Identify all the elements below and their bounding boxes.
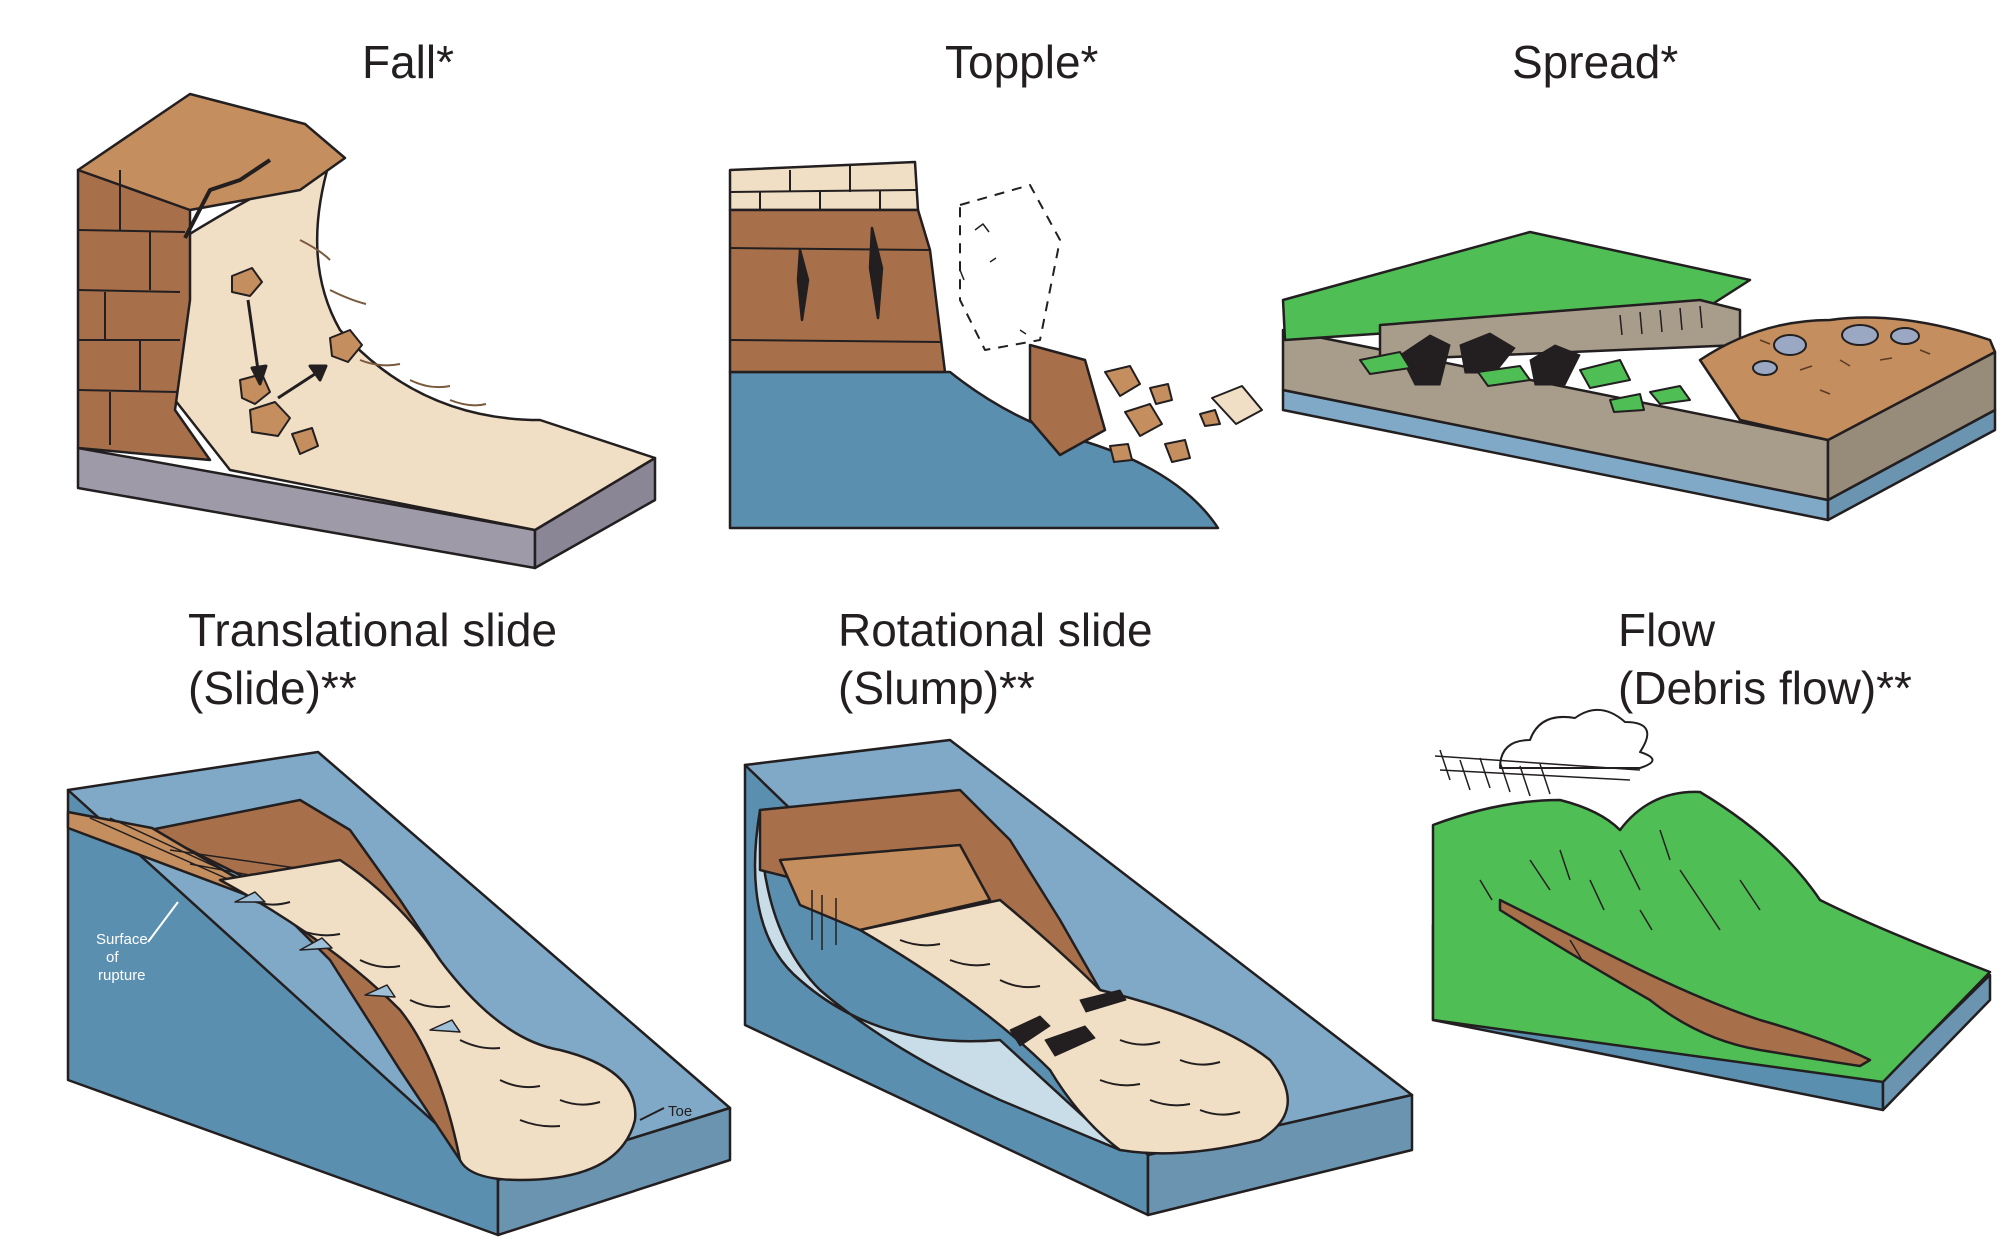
rotational-block-front <box>1146 1093 1414 1217</box>
fall-title: Fall* <box>362 36 455 88</box>
translational-illustration: Surface of rupture Toe <box>66 750 732 1237</box>
topple-water <box>728 370 1220 530</box>
flow-cloud <box>1499 709 1654 769</box>
rotational-debris <box>858 898 1290 1155</box>
fall-cliff-top <box>76 92 347 212</box>
translational-title-line2: (Slide)** <box>188 662 357 714</box>
translational-title-line1: Translational slide <box>188 604 558 656</box>
rotational-title-line2: (Slump)** <box>838 662 1035 714</box>
fall-crack <box>183 158 272 239</box>
fall-illustration <box>76 92 657 570</box>
topple-cliff-top-layer <box>728 160 920 212</box>
topple-fallen-block <box>1028 343 1107 457</box>
flow-hills <box>1431 790 1992 1084</box>
flow-title-line2: (Debris flow)** <box>1618 662 1912 714</box>
flow-title-line1: Flow <box>1618 604 1716 656</box>
label-toe: Toe <box>668 1103 692 1120</box>
spread-illustration <box>1281 230 1997 522</box>
label-rupture-2: of <box>106 949 119 966</box>
rotational-title-line1: Rotational slide <box>838 604 1153 656</box>
rotational-scoop <box>753 808 1122 1152</box>
label-rupture-1: Surface <box>96 931 148 948</box>
spread-title: Spread* <box>1512 36 1679 88</box>
flow-illustration <box>1431 709 1992 1112</box>
topple-dashed-outline <box>959 184 1061 351</box>
fall-debris-slope <box>173 158 657 532</box>
rotational-illustration <box>743 738 1414 1217</box>
topple-illustration <box>728 160 1263 530</box>
flow-debris-channel <box>1498 898 1872 1068</box>
translational-block-front <box>496 1106 732 1237</box>
topple-cliff <box>728 208 947 374</box>
topple-title: Topple* <box>945 36 1099 88</box>
label-rupture-3: rupture <box>98 967 146 984</box>
